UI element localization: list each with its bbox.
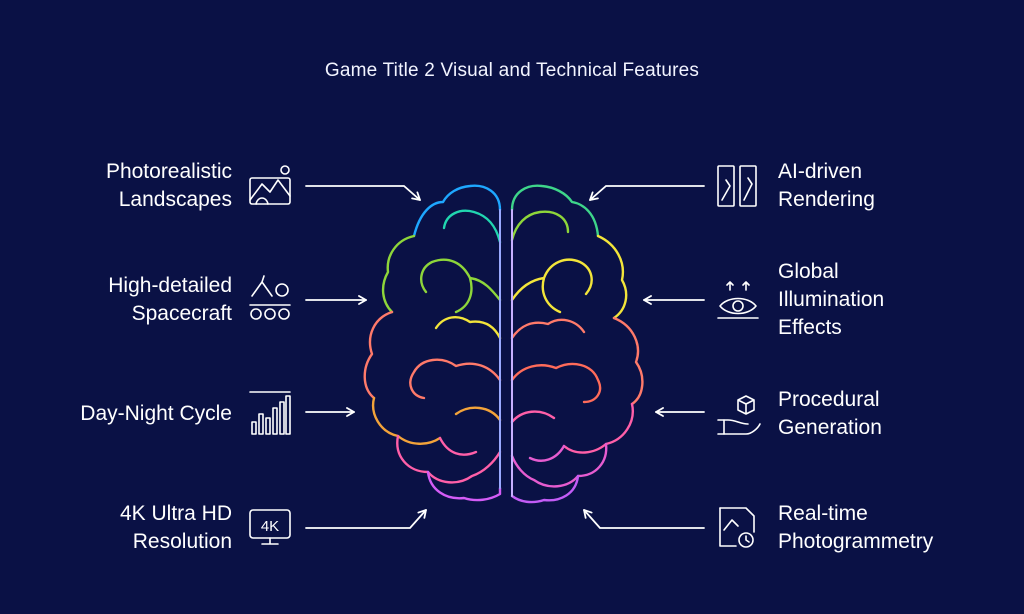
brain-left-band-amber <box>371 396 502 445</box>
arrow-ai-driven-rendering <box>589 185 705 201</box>
4k-monitor-icon: 4K <box>249 509 291 545</box>
brain-right-band-coral <box>510 362 602 404</box>
brain-left-band-teal <box>442 209 502 244</box>
monitor-4k-text: 4K <box>261 518 279 535</box>
brain-left-band-blue <box>412 184 502 238</box>
arrow-photorealistic-landscapes <box>305 185 421 201</box>
brain-left-band-yellow <box>434 316 502 340</box>
brain-left-band-orange <box>363 310 502 400</box>
landscape-icon <box>249 165 291 205</box>
brain-right-band-magenta <box>510 442 608 488</box>
feature-label-high-detailed-spacecraft: High-detailed Spacecraft <box>108 274 232 325</box>
arrow-real-time-photogrammetry <box>583 509 705 529</box>
photo-clock-icon <box>719 507 755 548</box>
feature-label-global-illumination-effects: Global Illumination Effects <box>778 260 885 339</box>
bar-chart-icon <box>249 391 291 435</box>
brain-left-band-pink <box>396 434 502 484</box>
feature-label-ai-driven-rendering: AI-driven Rendering <box>778 160 875 211</box>
brain-left-band-violet <box>426 470 502 502</box>
page-title: Game Title 2 Visual and Technical Featur… <box>324 60 700 81</box>
hand-cube-icon <box>717 395 761 435</box>
feature-label-real-time-photogrammetry: Real-time Photogrammetry <box>778 502 934 553</box>
connector-arrows <box>305 185 705 529</box>
brain-right-band-orange <box>510 316 644 406</box>
feature-label-photorealistic-landscapes: Photorealistic Landscapes <box>105 160 232 211</box>
brain-right-band-pink <box>510 402 634 454</box>
eye-light-icon <box>717 281 759 319</box>
brain-illustration <box>363 184 644 504</box>
brain-right-band-lime <box>510 210 570 242</box>
brain-right-band-violet <box>510 474 580 504</box>
brain-right-band-green <box>510 184 600 238</box>
feature-label-day-night-cycle: Day-Night Cycle <box>80 402 232 425</box>
rendering-icon <box>717 165 757 207</box>
feature-label-procedural-generation: Procedural Generation <box>778 388 882 439</box>
brain-right-band-yellow <box>510 234 628 320</box>
brain-left-band-green <box>381 234 502 314</box>
arrow-4k-ultra-hd-resolution <box>305 509 427 529</box>
feature-label-4k-ultra-hd-resolution: 4K Ultra HD Resolution <box>119 502 232 553</box>
spacecraft-icon <box>249 275 291 320</box>
